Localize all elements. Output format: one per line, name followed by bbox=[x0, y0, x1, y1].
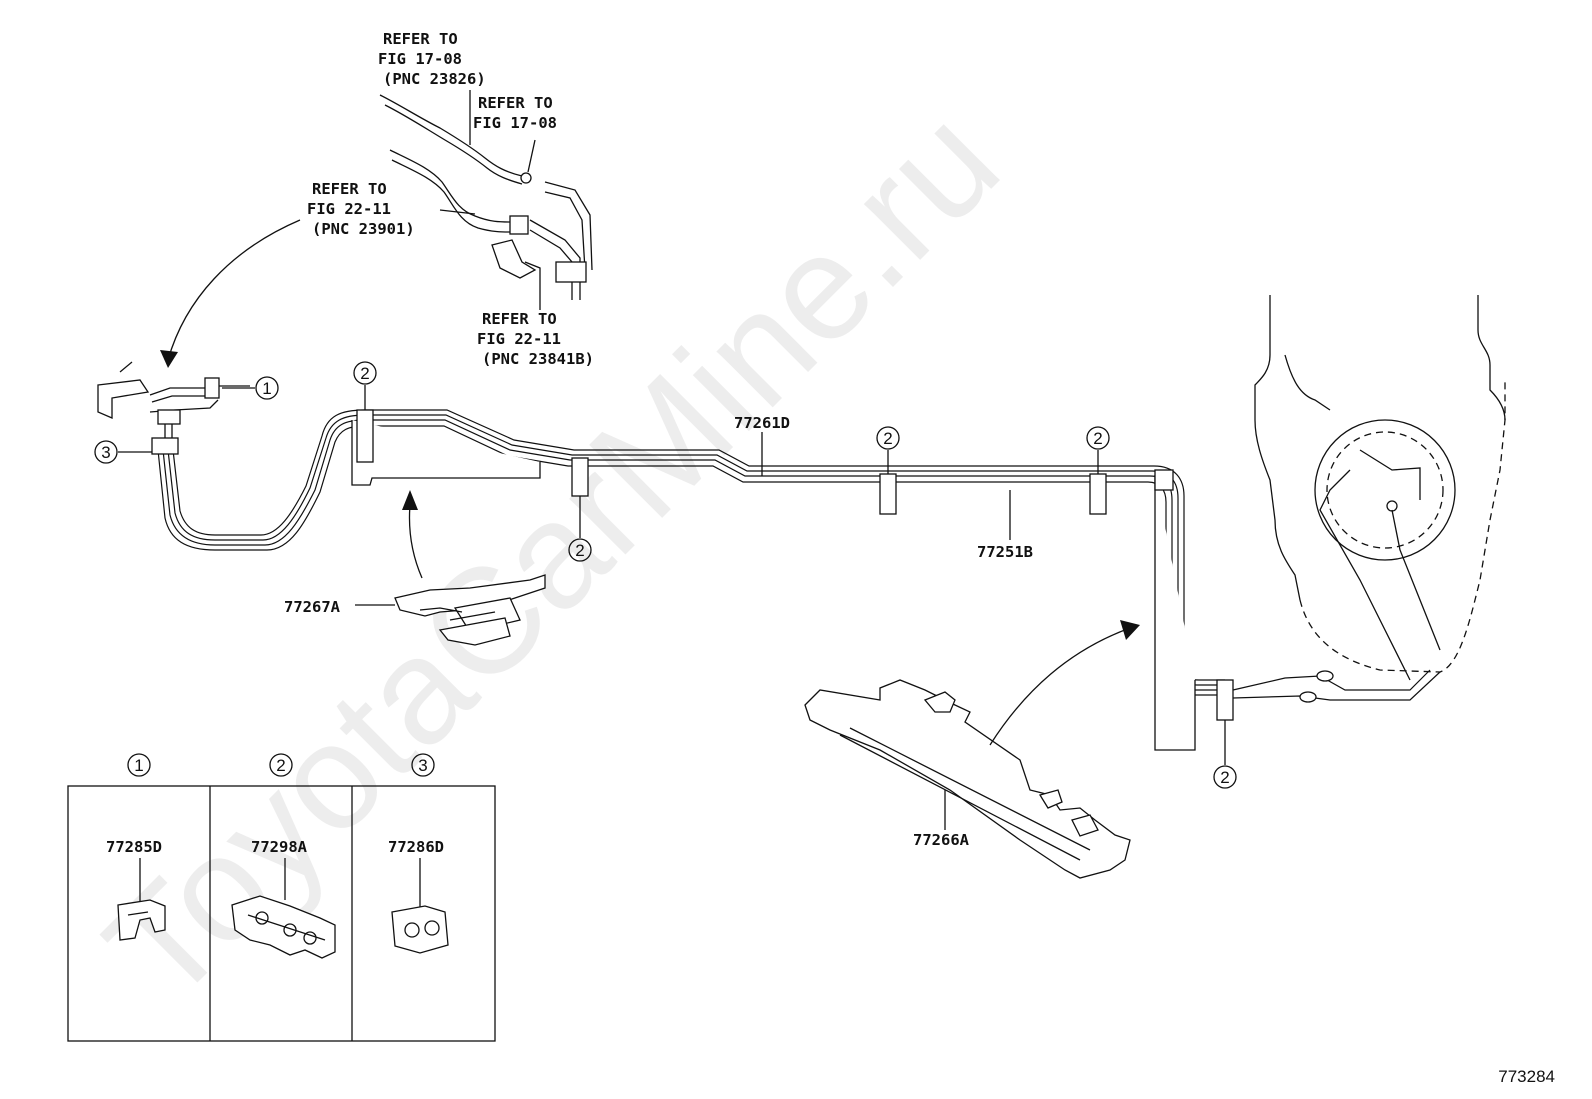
bracket-top bbox=[491, 239, 537, 279]
svg-text:REFER TO: REFER TO bbox=[383, 30, 458, 48]
label-77251b: 77251B bbox=[977, 543, 1033, 561]
arrow-ref-to-left bbox=[167, 219, 301, 361]
hose-connector bbox=[509, 215, 529, 235]
reference-3: REFER TO FIG 22-11 (PNC 23901) bbox=[307, 180, 415, 238]
protector-left-outline bbox=[351, 420, 541, 486]
protector-77266a bbox=[804, 679, 1131, 879]
svg-text:REFER TO: REFER TO bbox=[478, 94, 553, 112]
reference-2: REFER TO FIG 17-08 bbox=[473, 94, 557, 132]
figure-number: 773284 bbox=[1498, 1067, 1555, 1086]
reference-assembly bbox=[379, 90, 593, 310]
legend-table: 1 2 3 77285D 77298A 77286D bbox=[67, 753, 496, 1042]
label-77266a: 77266A bbox=[913, 831, 970, 849]
clamp-2-c bbox=[879, 473, 897, 515]
callout-2-d: 2 bbox=[1086, 426, 1110, 474]
reference-1: REFER TO FIG 17-08 (PNC 23826) bbox=[378, 30, 486, 88]
svg-text:FIG 22-11: FIG 22-11 bbox=[477, 330, 561, 348]
svg-text:3: 3 bbox=[101, 443, 110, 462]
svg-text:2: 2 bbox=[1220, 768, 1229, 787]
clamp-3 bbox=[151, 437, 179, 455]
svg-text:FIG 17-08: FIG 17-08 bbox=[473, 114, 557, 132]
svg-text:FIG 22-11: FIG 22-11 bbox=[307, 200, 391, 218]
protector-right-outline bbox=[1154, 475, 1196, 751]
reference-4: REFER TO FIG 22-11 (PNC 23841B) bbox=[477, 310, 594, 368]
label-77267a: 77267A bbox=[284, 598, 341, 616]
svg-text:1: 1 bbox=[262, 379, 271, 398]
protector-77267a bbox=[394, 574, 546, 646]
legend-num-1: 1 bbox=[134, 756, 143, 775]
watermark: ToyotaCarMine.ru bbox=[74, 77, 1030, 1033]
clamp-2-b bbox=[571, 457, 589, 497]
fuel-tank bbox=[1254, 295, 1506, 681]
callout-2-c: 2 bbox=[876, 426, 900, 474]
svg-text:(PNC 23901): (PNC 23901) bbox=[312, 220, 415, 238]
legend-part-77286d: 77286D bbox=[388, 838, 444, 856]
legend-num-2: 2 bbox=[276, 756, 285, 775]
callout-2-a: 2 bbox=[353, 361, 377, 410]
clamp-77286d-shape bbox=[391, 905, 449, 954]
legend-part-77285d: 77285D bbox=[106, 838, 162, 856]
clip-top bbox=[520, 172, 532, 184]
clamp-2-d bbox=[1089, 473, 1107, 515]
clip-77285d-shape bbox=[117, 899, 166, 941]
clamp-top bbox=[555, 261, 587, 283]
callout-2-e: 2 bbox=[1213, 720, 1237, 789]
left-connector-group bbox=[97, 361, 250, 440]
clamp-2-a bbox=[356, 409, 374, 463]
label-77261d: 77261D bbox=[734, 414, 790, 432]
clamp-2-e bbox=[1216, 679, 1234, 721]
legend-part-77298a: 77298A bbox=[251, 838, 308, 856]
svg-text:2: 2 bbox=[883, 429, 892, 448]
svg-text:2: 2 bbox=[575, 541, 584, 560]
legend-num-3: 3 bbox=[418, 756, 427, 775]
svg-text:2: 2 bbox=[1093, 429, 1102, 448]
callout-2-b: 2 bbox=[568, 496, 592, 562]
svg-text:FIG 17-08: FIG 17-08 bbox=[378, 50, 462, 68]
svg-text:REFER TO: REFER TO bbox=[482, 310, 557, 328]
callout-1: 1 bbox=[222, 376, 279, 400]
svg-text:2: 2 bbox=[360, 364, 369, 383]
arrow-head bbox=[160, 350, 178, 368]
svg-text:(PNC 23841B): (PNC 23841B) bbox=[482, 350, 594, 368]
svg-text:(PNC 23826): (PNC 23826) bbox=[383, 70, 486, 88]
callout-3: 3 bbox=[94, 440, 152, 464]
svg-text:REFER TO: REFER TO bbox=[312, 180, 387, 198]
